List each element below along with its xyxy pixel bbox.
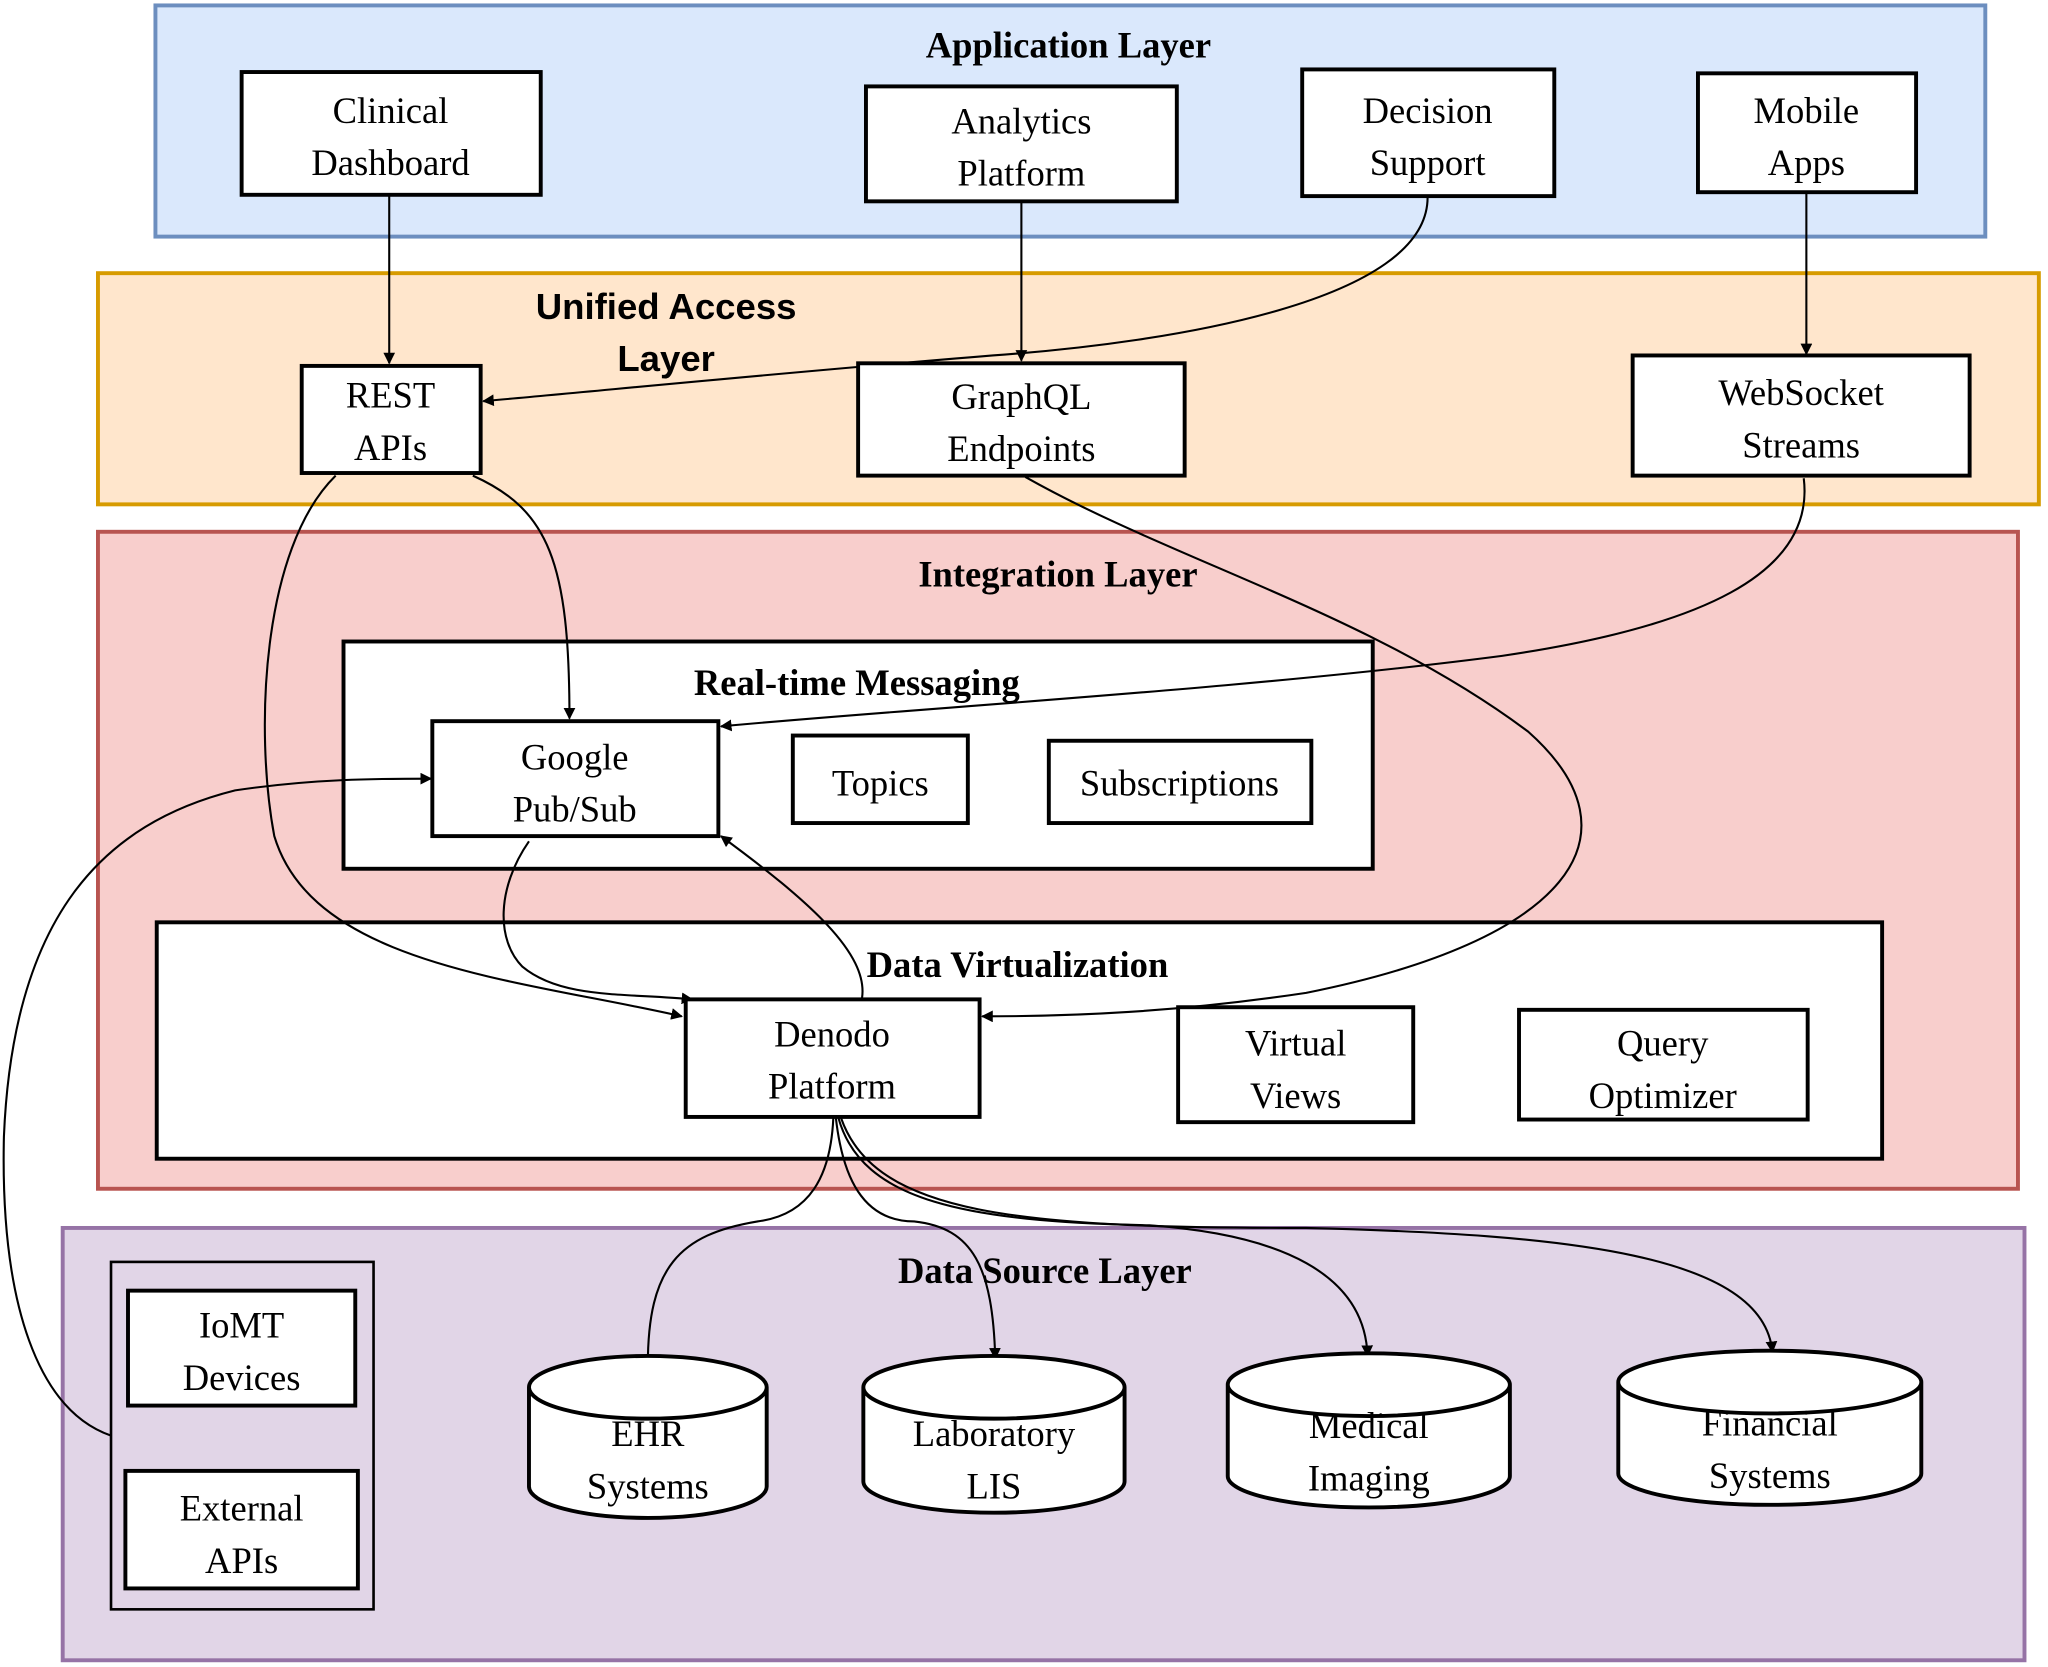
node-label: Mobile xyxy=(1754,90,1860,131)
node-label: Analytics xyxy=(951,100,1091,141)
edges xyxy=(2,193,1813,1437)
database-icon xyxy=(861,1353,1127,1515)
integration-layer-title: Integration Layer xyxy=(918,554,1197,595)
edge-websocket-to-google-pubsub xyxy=(719,478,1806,732)
node-label: Clinical xyxy=(333,90,449,131)
node-query-optimizer[interactable]: Query Optimizer xyxy=(1517,1007,1810,1122)
node-label: REST xyxy=(346,375,435,416)
database-ehr-systems[interactable]: EHR Systems xyxy=(527,1353,769,1520)
node-label: APIs xyxy=(205,1540,278,1581)
node-label: Apps xyxy=(1768,142,1845,183)
node-label: Topics xyxy=(832,763,929,804)
node-label: Platform xyxy=(957,153,1085,194)
node-label: Subscriptions xyxy=(1080,763,1279,804)
node-decision-support[interactable]: Decision Support xyxy=(1300,67,1557,199)
node-clinical-dashboard[interactable]: Clinical Dashboard xyxy=(239,70,543,197)
database-icon xyxy=(527,1353,769,1520)
edge-google-pubsub-to-denodo xyxy=(502,840,694,1005)
node-iomt-devices[interactable]: IoMT Devices xyxy=(126,1288,358,1408)
unified-access-layer-title-line2: Layer xyxy=(617,338,715,379)
node-label: External xyxy=(180,1488,304,1529)
node-label: Pub/Sub xyxy=(513,789,637,830)
node-label: Support xyxy=(1370,142,1486,183)
application-layer-title: Application Layer xyxy=(926,25,1211,66)
database-medical-imaging[interactable]: Medical Imaging xyxy=(1225,1351,1512,1510)
node-label: IoMT xyxy=(199,1305,284,1346)
node-label: Optimizer xyxy=(1589,1075,1737,1116)
node-virtual-views[interactable]: Virtual Views xyxy=(1176,1005,1416,1125)
node-websocket-streams[interactable]: WebSocket Streams xyxy=(1630,353,1972,478)
node-topics[interactable]: Topics xyxy=(790,733,970,826)
node-label: Imaging xyxy=(1308,1457,1430,1498)
node-google-pubsub[interactable]: Google Pub/Sub xyxy=(430,719,721,839)
node-rest-apis[interactable]: REST APIs xyxy=(299,363,483,475)
database-financial-systems[interactable]: Financial Systems xyxy=(1616,1348,1924,1507)
node-label: Virtual xyxy=(1245,1023,1346,1064)
database-laboratory-lis[interactable]: Laboratory LIS xyxy=(861,1353,1127,1515)
node-label: GraphQL xyxy=(951,376,1091,417)
node-mobile-apps[interactable]: Mobile Apps xyxy=(1695,71,1919,195)
node-label: Laboratory xyxy=(913,1413,1076,1454)
node-label: Denodo xyxy=(774,1013,890,1054)
node-label: APIs xyxy=(354,427,427,468)
node-denodo-platform[interactable]: Denodo Platform xyxy=(683,997,982,1119)
node-label: Systems xyxy=(587,1465,709,1506)
node-label: LIS xyxy=(967,1465,1022,1506)
node-external-apis[interactable]: External APIs xyxy=(123,1468,360,1591)
node-label: WebSocket xyxy=(1718,372,1884,413)
node-label: Decision xyxy=(1363,90,1493,131)
data-virtualization-title: Data Virtualization xyxy=(867,944,1169,985)
node-label: Platform xyxy=(768,1066,896,1107)
edge-denodo-to-google-pubsub xyxy=(720,835,864,999)
real-time-messaging-title: Real-time Messaging xyxy=(694,662,1020,703)
node-label: Query xyxy=(1617,1023,1709,1064)
node-label: Medical xyxy=(1309,1405,1429,1446)
edge-rest-apis-to-denodo xyxy=(263,474,683,1020)
node-label: Dashboard xyxy=(311,142,469,183)
edge-decision-support-to-rest-apis xyxy=(482,197,1429,407)
node-label: Systems xyxy=(1709,1455,1831,1496)
node-label: Financial xyxy=(1702,1403,1838,1444)
node-label: Streams xyxy=(1742,424,1860,465)
node-label: Views xyxy=(1250,1075,1341,1116)
node-graphql-endpoints[interactable]: GraphQL Endpoints xyxy=(856,361,1187,478)
node-analytics-platform[interactable]: Analytics Platform xyxy=(863,84,1179,204)
edge-rest-apis-to-google-pubsub xyxy=(472,474,576,720)
edge-iomt-group-to-google-pubsub xyxy=(2,772,433,1437)
node-label: Endpoints xyxy=(947,428,1095,469)
node-label: Devices xyxy=(183,1357,301,1398)
node-label: Google xyxy=(521,737,629,778)
database-icon xyxy=(1225,1351,1512,1510)
node-subscriptions[interactable]: Subscriptions xyxy=(1046,738,1314,826)
node-label: EHR xyxy=(611,1413,685,1454)
edge-graphql-to-denodo xyxy=(981,476,1583,1023)
edge-denodo-to-laboratory xyxy=(834,1118,1001,1360)
data-source-layer-title: Data Source Layer xyxy=(898,1250,1192,1291)
edge-denodo-to-financial xyxy=(840,1117,1778,1354)
database-icon xyxy=(1616,1348,1924,1507)
unified-access-layer-title: Unified Access xyxy=(536,286,797,327)
edge-denodo-to-ehr xyxy=(641,1118,835,1367)
